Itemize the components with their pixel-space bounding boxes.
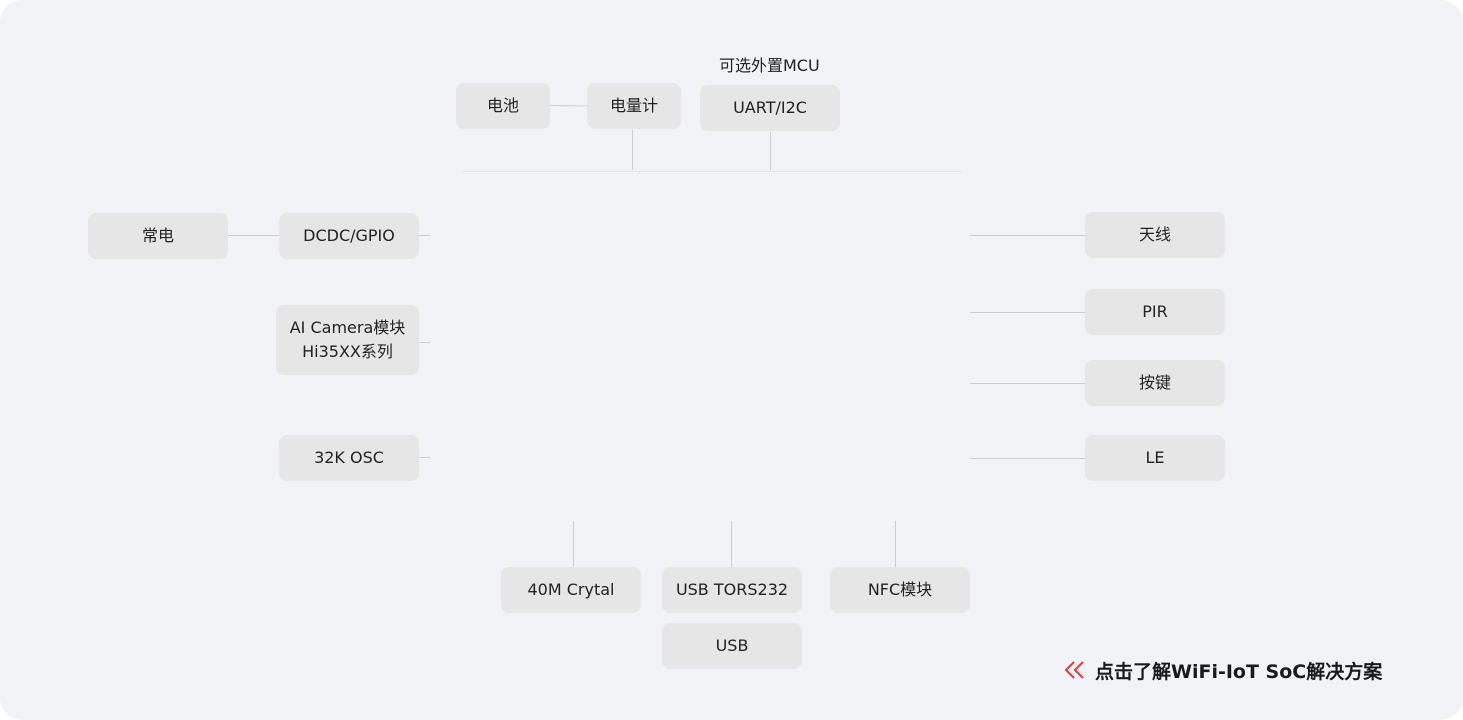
ai-camera-label: AI Camera模块 bbox=[289, 318, 406, 337]
battery-box: 电池 bbox=[456, 83, 550, 129]
wifi-iot-soc-link-label: 点击了解WiFi-IoT SoC解决方案 bbox=[1095, 660, 1383, 683]
nfc-box: NFC模块 bbox=[830, 567, 970, 613]
fuel-gauge-box: 电量计 bbox=[587, 83, 681, 129]
ai-camera-box: AI Camera模块 Hi35XX系列 bbox=[276, 305, 419, 375]
crystal-box: 40M Crytal bbox=[501, 567, 641, 613]
usb-tors232-box: USB TORS232 bbox=[662, 567, 802, 613]
pir-box: PIR bbox=[1085, 289, 1225, 335]
osc-32k-box: 32K OSC bbox=[279, 435, 419, 481]
le-box: LE bbox=[1085, 435, 1225, 481]
uart-i2c-box: UART/I2C bbox=[700, 85, 840, 131]
double-chevron-left-icon bbox=[1064, 661, 1084, 679]
battery-gauge-line bbox=[549, 105, 588, 107]
wifi-iot-soc-link[interactable]: 点击了解WiFi-IoT SoC解决方案 bbox=[1063, 654, 1382, 686]
key-box: 按键 bbox=[1085, 360, 1225, 406]
usb-box: USB bbox=[662, 623, 802, 669]
antenna-box: 天线 bbox=[1085, 212, 1225, 258]
ai-camera-series-label: Hi35XX系列 bbox=[302, 342, 393, 361]
power-box: 常电 bbox=[88, 213, 228, 259]
mcu-note: 可选外置MCU bbox=[719, 56, 820, 75]
dcdc-gpio-box: DCDC/GPIO bbox=[279, 213, 419, 259]
